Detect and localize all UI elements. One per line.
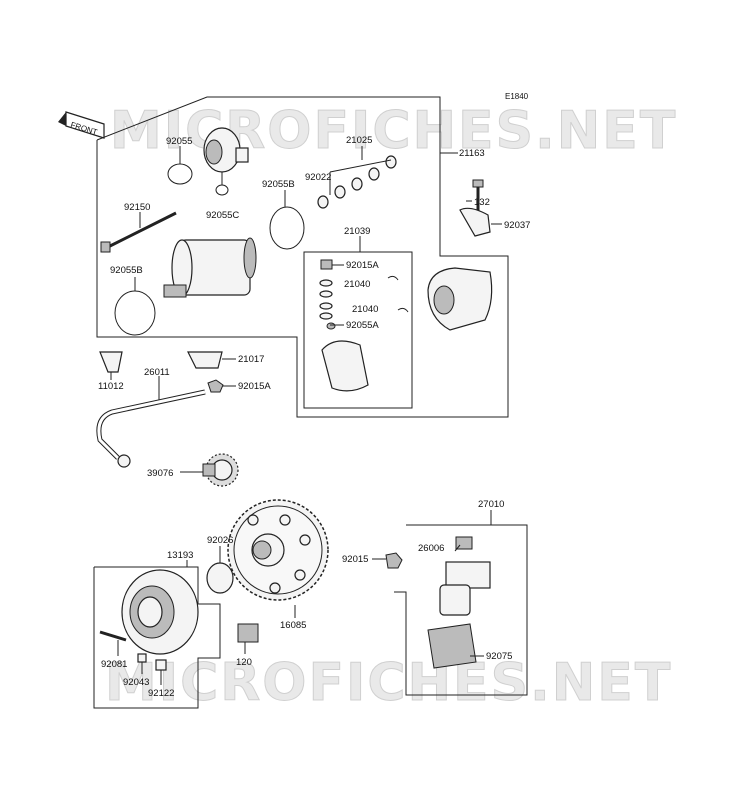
part-label-26011: 26011 <box>144 367 170 378</box>
diagram-code: E1840 <box>505 92 529 101</box>
clutch-frame <box>93 566 221 709</box>
part-label-92026: 92026 <box>207 535 233 546</box>
part-label-92015: 92015 <box>342 554 368 565</box>
part-label-132: 132 <box>474 197 490 208</box>
one-way-clutch-13193 <box>121 569 199 655</box>
part-label-21040-a: 21040 <box>344 279 370 290</box>
part-label-92150: 92150 <box>124 202 150 213</box>
starter-assembly-frame <box>96 96 509 418</box>
part-label-21040-b: 21040 <box>352 304 378 315</box>
nut-92015a <box>207 379 224 393</box>
o-ring-92055b-a <box>269 206 305 250</box>
o-ring-92055c <box>215 184 229 196</box>
cable-26011 <box>96 389 206 468</box>
part-label-92037: 92037 <box>504 220 530 231</box>
washers-21025 <box>317 155 397 209</box>
part-label-92055b-b: 92055B <box>110 265 143 276</box>
part-label-92015a-b: 92015A <box>238 381 271 392</box>
part-label-92055: 92055 <box>166 136 192 147</box>
part-label-92015a-a: 92015A <box>346 260 379 271</box>
starter-relay-27010 <box>427 536 491 669</box>
part-label-92075: 92075 <box>486 651 512 662</box>
part-label-16085: 16085 <box>280 620 306 631</box>
terminal-cover-21017 <box>187 351 223 369</box>
nut-92015 <box>385 552 403 569</box>
part-label-27010: 27010 <box>478 499 504 510</box>
end-cover <box>203 127 249 173</box>
part-label-92022: 92022 <box>305 172 331 183</box>
cap-92043 <box>137 653 147 663</box>
bolt-92150 <box>100 211 177 253</box>
watermark-bottom: MICROFICHES.NET <box>105 653 672 713</box>
spring-92081 <box>99 630 127 642</box>
terminal-cover-11012 <box>99 351 123 373</box>
part-label-92055a: 92055A <box>346 320 379 331</box>
part-label-92081: 92081 <box>101 659 127 670</box>
shaft-120 <box>237 623 259 643</box>
clamp-92037 <box>459 207 491 237</box>
bracket-21163 <box>427 267 493 331</box>
o-ring-92055 <box>167 163 193 185</box>
washer-92026 <box>206 562 234 594</box>
part-label-13193: 13193 <box>167 550 193 561</box>
watermark-top: MICROFICHES.NET <box>110 101 677 161</box>
part-label-21025: 21025 <box>346 135 372 146</box>
relay-frame <box>394 524 528 696</box>
part-label-26006: 26006 <box>418 543 444 554</box>
leader-lines <box>110 146 502 685</box>
o-ring-92055b-b <box>114 290 156 336</box>
starter-gear-16085 <box>227 499 329 601</box>
part-label-92055b-a: 92055B <box>262 179 295 190</box>
part-label-21163: 21163 <box>459 148 485 159</box>
part-label-92043: 92043 <box>123 677 149 688</box>
part-label-21039: 21039 <box>344 226 370 237</box>
part-label-11012: 11012 <box>98 381 124 392</box>
idler-gear-39076 <box>202 453 239 487</box>
brush-kit-frame <box>303 251 413 409</box>
front-arrow-icon: FRONT <box>58 111 105 139</box>
part-label-120: 120 <box>236 657 252 668</box>
bolt-132-head <box>472 179 484 188</box>
part-label-39076: 39076 <box>147 468 173 479</box>
part-label-92122: 92122 <box>148 688 174 699</box>
part-label-21017: 21017 <box>238 354 264 365</box>
starter-motor <box>163 237 257 298</box>
roller-92122 <box>155 659 167 671</box>
part-label-92055c: 92055C <box>206 210 239 221</box>
